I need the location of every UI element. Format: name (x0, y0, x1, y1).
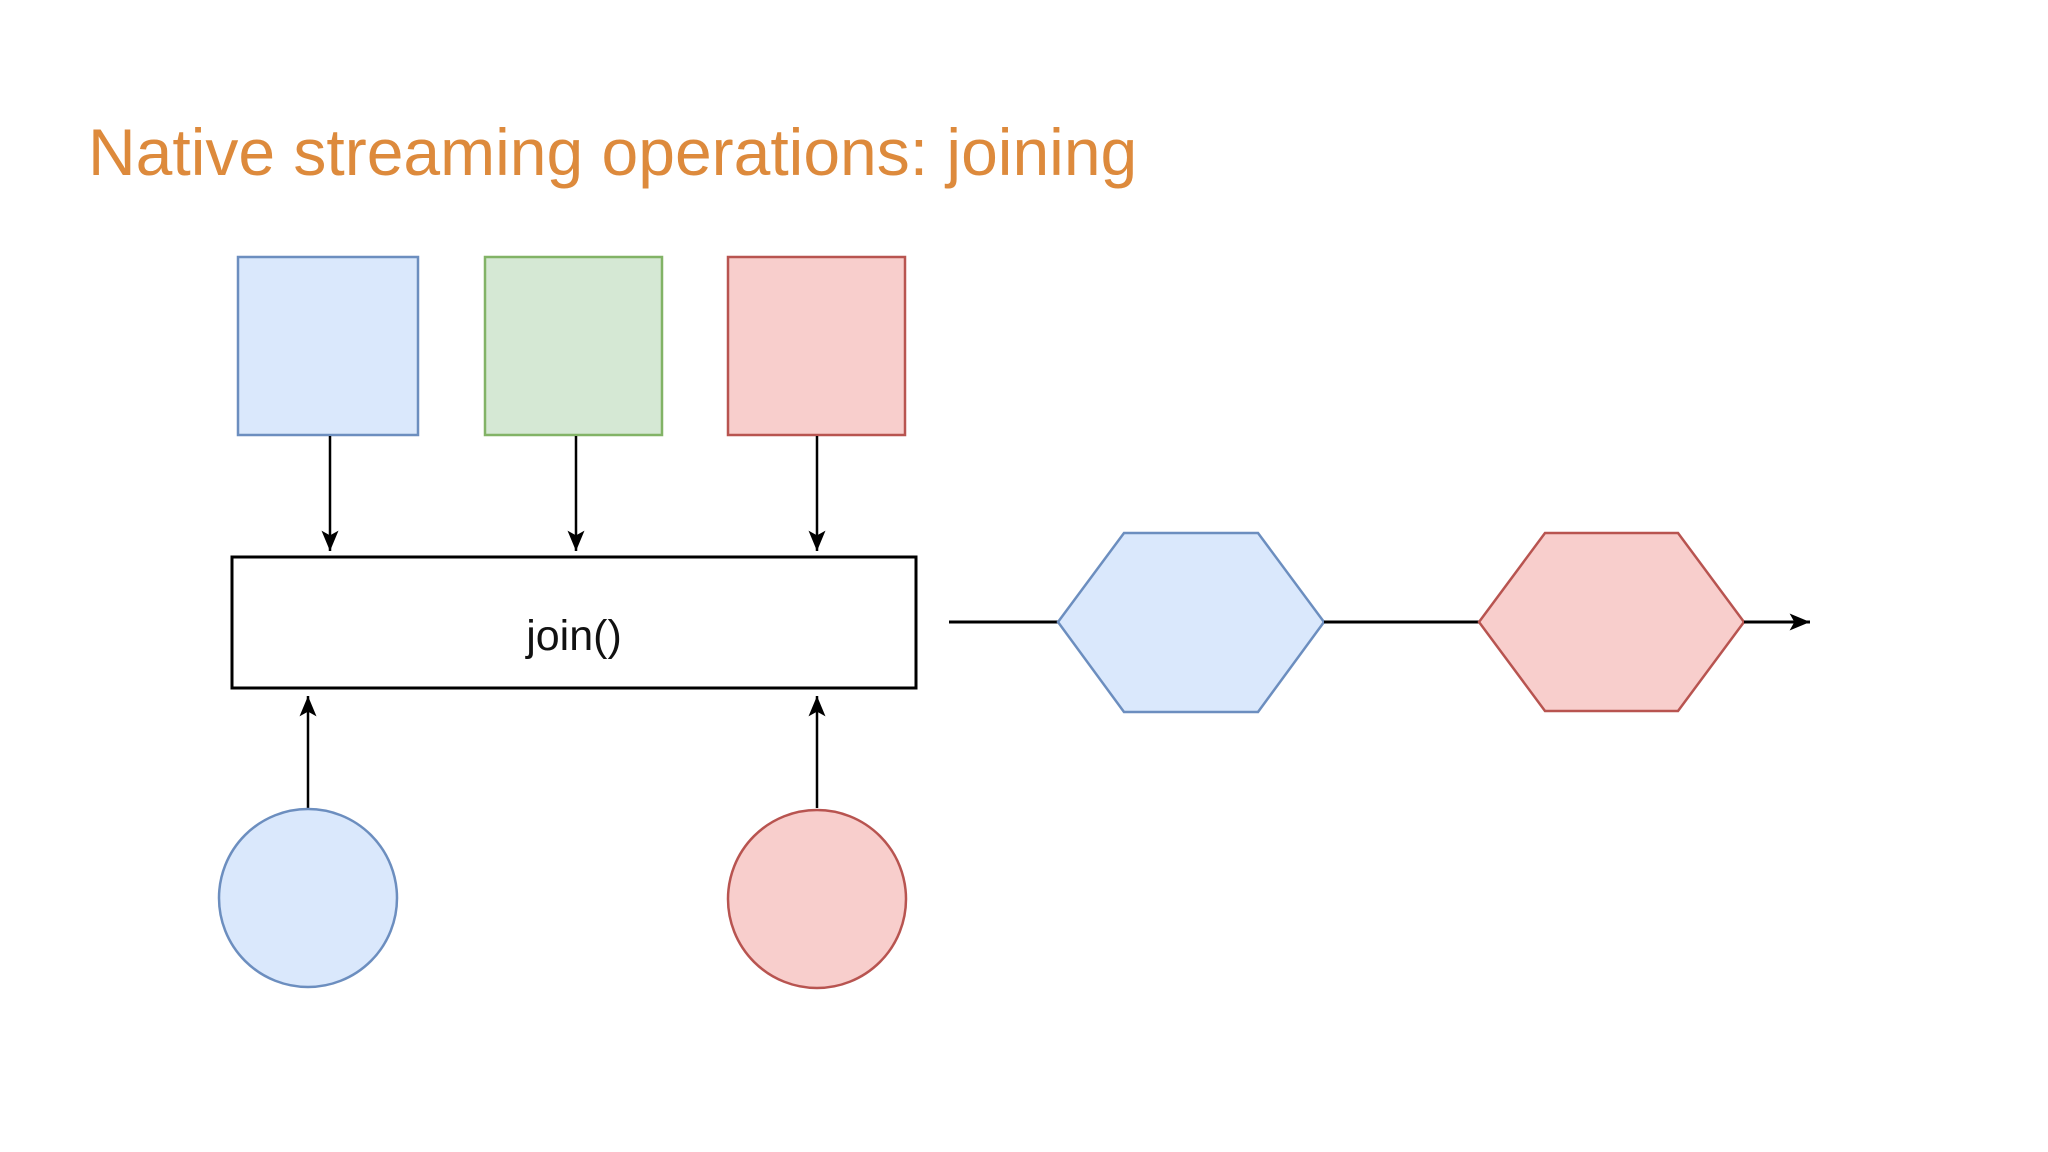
red-hexagon-output-node (1477, 531, 1746, 713)
blue-hexagon-output-node (1056, 531, 1326, 714)
blue-square-stream-node (236, 255, 420, 437)
slide-title: Native streaming operations: joining (88, 115, 1138, 189)
join-operator-label: join() (524, 612, 622, 660)
green-square-stream-node (483, 255, 664, 437)
join-operator-box (230, 555, 918, 690)
red-circle-stream-node (726, 808, 908, 990)
red-square-stream-node (726, 255, 907, 437)
blue-circle-stream-node (217, 807, 399, 989)
